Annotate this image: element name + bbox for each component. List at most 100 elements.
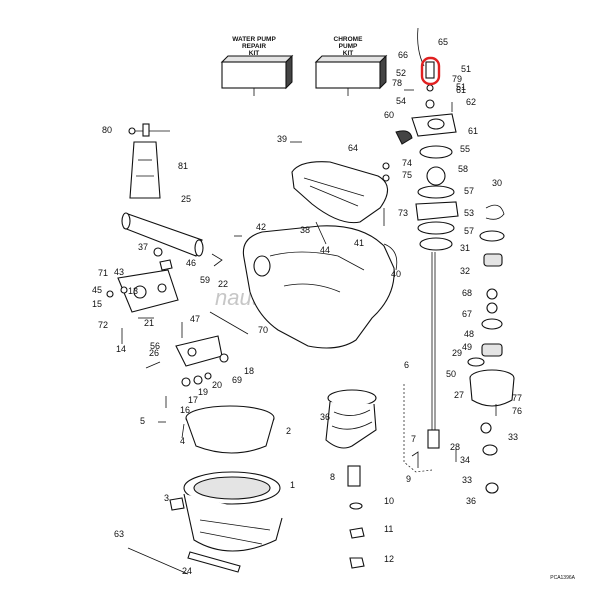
- callout-label: 65: [438, 37, 448, 47]
- callout-label: 29: [452, 348, 462, 358]
- callout-label: 60: [384, 110, 394, 120]
- part-shape: [403, 384, 433, 473]
- callout-label: 9: [406, 474, 411, 484]
- callout-label: 13: [128, 286, 138, 296]
- part-shape: [185, 405, 275, 454]
- part-shape: [291, 161, 389, 224]
- highlight-ring: [420, 56, 441, 86]
- callout-label: 45: [92, 285, 102, 295]
- kit-label-line: KIT: [343, 50, 354, 57]
- callout-label: 62: [466, 97, 476, 107]
- callout-label: 67: [462, 309, 472, 319]
- part-shape: [349, 502, 363, 510]
- callout-label: 39: [277, 134, 287, 144]
- callout-label: 7: [411, 434, 416, 444]
- callout-label: 38: [300, 225, 310, 235]
- callout-label: 76: [512, 406, 522, 416]
- kit-label-line: PUMP: [339, 43, 358, 50]
- callout-label: 57: [464, 186, 474, 196]
- callout-label: 15: [92, 299, 102, 309]
- callout-label: 55: [460, 144, 470, 154]
- callout-label: 30: [492, 178, 502, 188]
- callout-label: 52: [396, 68, 406, 78]
- kit-label-line: CHROME: [334, 36, 364, 43]
- callout-label: 4: [180, 436, 185, 446]
- callout-label: 73: [398, 208, 408, 218]
- callout-label: 74: [402, 158, 412, 168]
- callout-label: 31: [460, 243, 470, 253]
- callout-label: 79: [452, 74, 462, 84]
- callout-label: 78: [392, 78, 402, 88]
- kit-label-line: REPAIR: [242, 43, 266, 50]
- callout-label: 37: [138, 242, 148, 252]
- callout-label: 1: [290, 480, 295, 490]
- callout-label: 47: [190, 314, 200, 324]
- callout-label: 42: [256, 222, 266, 232]
- part-shape: [175, 322, 223, 367]
- callout-label: 51: [461, 64, 471, 74]
- callout-label: 59: [200, 275, 210, 285]
- callout-label: 66: [398, 50, 408, 60]
- callout-label: 5: [140, 416, 145, 426]
- part-shape: [117, 269, 179, 313]
- figure-code: PCA1396A: [550, 575, 575, 581]
- callout-label: 36: [320, 412, 330, 422]
- part-shape: [106, 290, 114, 298]
- callout-label: 19: [198, 387, 208, 397]
- callout-label: 61: [468, 126, 478, 136]
- part-shape: [211, 253, 223, 267]
- callout-label: 6: [404, 360, 409, 370]
- callout-label: 70: [258, 325, 268, 335]
- callout-label: 21: [144, 318, 154, 328]
- part-shape: [427, 429, 440, 449]
- part-shape: [219, 353, 229, 363]
- part-shape: [187, 551, 241, 573]
- callout-label: 33: [508, 432, 518, 442]
- callout-label: 28: [450, 442, 460, 452]
- callout-label: 24: [182, 566, 192, 576]
- callout-label: 53: [464, 208, 474, 218]
- part-shape: [411, 451, 419, 468]
- callout-label: 64: [348, 143, 358, 153]
- callout-label: 25: [181, 194, 191, 204]
- part-shape: [181, 377, 191, 387]
- callout-label: 58: [458, 164, 468, 174]
- kit-box-water-pump: WATER PUMP REPAIR KIT: [220, 36, 294, 96]
- callout-label: 56: [150, 341, 160, 351]
- part-shape: [127, 547, 189, 575]
- callout-label: 46: [186, 258, 196, 268]
- part-shape: [383, 243, 398, 271]
- part-shape: [181, 423, 185, 439]
- callout-label: 32: [460, 266, 470, 276]
- part-shape: [315, 221, 327, 245]
- part-shape: [467, 204, 515, 494]
- callout-label: 48: [464, 329, 474, 339]
- callout-label: 49: [462, 342, 472, 352]
- callout-label: 8: [330, 472, 335, 482]
- part-shape: [121, 212, 204, 257]
- callout-label: 61: [456, 85, 466, 95]
- callout-label: 44: [320, 245, 330, 255]
- callout-label: 34: [460, 455, 470, 465]
- callout-label: 12: [384, 554, 394, 564]
- part-shape: [145, 361, 161, 369]
- part-shape: [325, 389, 377, 449]
- callout-label: 54: [396, 96, 406, 106]
- callout-label: 16: [180, 405, 190, 415]
- callout-label: 40: [391, 269, 401, 279]
- callout-label: 33: [462, 475, 472, 485]
- callout-label: 43: [114, 267, 124, 277]
- callout-label: 57: [464, 226, 474, 236]
- part-shape: [347, 465, 361, 487]
- callout-label: 27: [454, 390, 464, 400]
- callout-label: 63: [114, 529, 124, 539]
- callout-label: 3: [164, 493, 169, 503]
- callout-label: 75: [402, 170, 412, 180]
- part-shape: [153, 247, 163, 257]
- callout-label: 51: [456, 82, 466, 92]
- callout-label: 22: [218, 279, 228, 289]
- part-shape: [242, 225, 395, 349]
- part-shape: [209, 311, 249, 335]
- part-shape: [128, 123, 170, 199]
